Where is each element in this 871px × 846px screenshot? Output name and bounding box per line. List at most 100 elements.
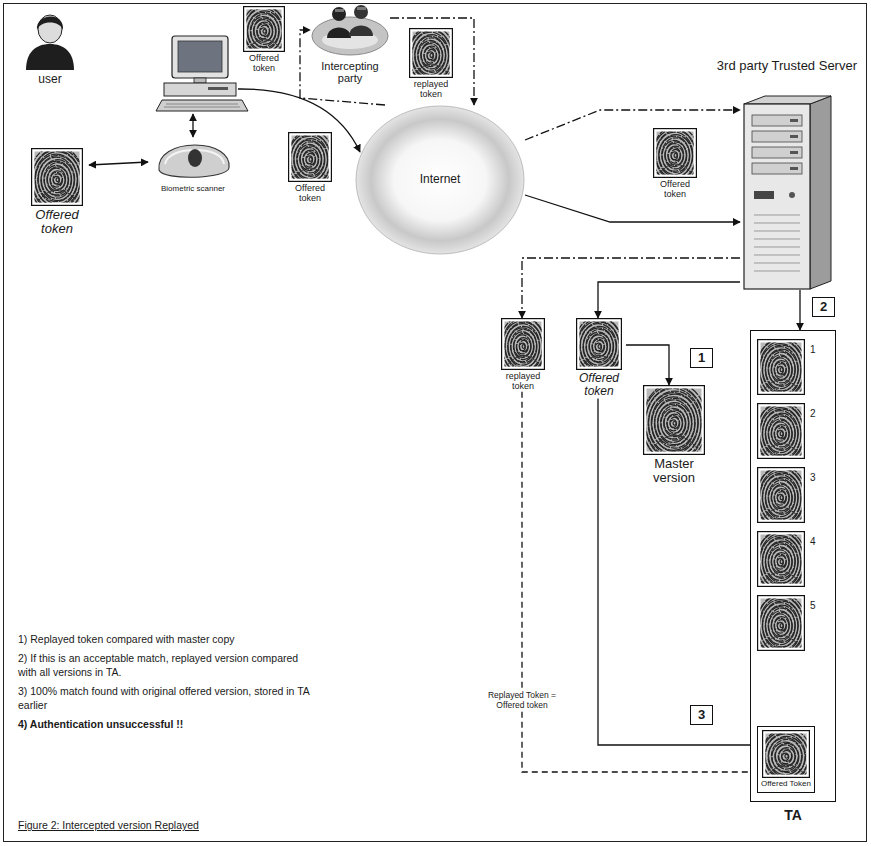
- fingerprint-image: [761, 407, 802, 456]
- user-icon: [26, 44, 74, 70]
- server-tower-icon: [740, 95, 835, 290]
- fingerprint-image: [583, 355, 615, 364]
- biometric-scanner: Biometric scanner: [148, 140, 238, 194]
- fingerprint-image: [413, 32, 450, 75]
- internet-cloud: Internet: [355, 105, 525, 255]
- fingerprint-token: Offered token: [240, 6, 288, 74]
- fingerprint-image: [761, 343, 802, 392]
- fingerprint-image: [761, 472, 802, 520]
- fingerprint-image: [652, 435, 695, 448]
- fingerprint-image: [659, 135, 693, 175]
- fingerprint-image: [764, 571, 798, 581]
- fingerprint-image: [761, 343, 802, 392]
- fingerprint-image: [292, 136, 328, 179]
- master-fingerprint: Master version: [638, 385, 710, 486]
- fingerprint-image: [779, 749, 792, 764]
- flow-arrow: [799, 290, 800, 330]
- server-tower-icon: [754, 191, 774, 199]
- flow-arrow: [89, 162, 148, 165]
- note-text: 2) If this is an acceptable match, repla…: [18, 651, 318, 679]
- fingerprint-image: [761, 343, 802, 392]
- computer-icon: [164, 83, 236, 96]
- callout-number: 3: [698, 708, 705, 722]
- fingerprint-image: [247, 11, 281, 49]
- fingerprint-image: [44, 163, 71, 196]
- server-tower-icon: [790, 135, 798, 138]
- fingerprint-image: [761, 471, 802, 520]
- slot-number: 2: [810, 408, 816, 419]
- fingerprint-image: [505, 322, 542, 367]
- server-tower-icon: [754, 223, 800, 224]
- server-tower-icon: [744, 96, 831, 104]
- fingerprint-image: [35, 152, 80, 203]
- fingerprint-image: [761, 344, 802, 392]
- intercepting-party-icon: [310, 2, 390, 57]
- server-tower-icon: [810, 96, 831, 289]
- server-tower-icon: [754, 215, 800, 216]
- fingerprint-image: [413, 32, 450, 75]
- fingerprint-image: [508, 326, 540, 366]
- fingerprint-image: [765, 734, 806, 775]
- fingerprint-image: [757, 595, 805, 651]
- callout-number: 2: [820, 300, 827, 314]
- fingerprint-image: [761, 471, 802, 520]
- fingerprint-token: replayed token: [497, 318, 549, 392]
- fingerprint-image: [652, 397, 695, 451]
- server-label: 3rd party Trusted Server: [717, 59, 857, 73]
- callout-number: 1: [690, 348, 713, 368]
- fingerprint-image: [505, 322, 542, 366]
- fingerprint-image: [31, 148, 83, 206]
- archive-slot: 4: [757, 531, 805, 587]
- fingerprint-image: [249, 39, 278, 47]
- fingerprint-image: [247, 10, 282, 49]
- server-tower-icon: [754, 231, 800, 232]
- fingerprint-image: [761, 408, 802, 456]
- fingerprint-image: [775, 743, 799, 769]
- flow-arrow: [626, 345, 669, 385]
- intercepting-party: Intercepting party: [310, 2, 390, 84]
- fingerprint-image: [647, 389, 702, 452]
- fingerprint-image: [288, 132, 332, 182]
- fingerprint-image: [647, 389, 702, 452]
- fingerprint-token: Offered token: [572, 318, 626, 398]
- intercepting-party-icon: [335, 9, 344, 12]
- fingerprint-image: [757, 467, 805, 523]
- computer-icon: [172, 36, 228, 78]
- archive-slot: Offered Token: [757, 726, 815, 793]
- fingerprint-image: [39, 190, 75, 200]
- token-label: Master version: [638, 457, 710, 486]
- server-tower-icon: [790, 167, 798, 170]
- slot-number: 4: [810, 536, 816, 547]
- party-label: Intercepting party: [313, 60, 387, 84]
- intercepting-party-icon: [354, 5, 368, 19]
- fingerprint-image: [583, 326, 616, 366]
- fingerprint-image: [580, 322, 619, 367]
- fingerprint-image: [647, 389, 702, 452]
- fingerprint-image: [761, 535, 802, 584]
- token-label: replayed token: [405, 80, 457, 100]
- fingerprint-image: [501, 318, 545, 370]
- token-label: Offered token: [25, 208, 89, 237]
- fingerprint-image: [765, 734, 806, 775]
- fingerprint-image: [295, 168, 326, 177]
- fingerprint-image: [643, 385, 705, 455]
- internet-ellipse: [356, 106, 524, 254]
- fingerprint-token: Offered token: [285, 132, 335, 204]
- fingerprint-image: [413, 32, 449, 75]
- fingerprint-image: [413, 32, 450, 75]
- scanner-icon: [153, 140, 233, 182]
- fingerprint-image: [653, 128, 697, 178]
- fingerprint-image: [761, 407, 802, 456]
- computer-icon: [178, 41, 222, 72]
- figure-caption: Figure 2: Intercepted version Replayed: [18, 818, 199, 832]
- fingerprint-image: [649, 393, 699, 452]
- fingerprint-image: [761, 536, 802, 584]
- flow-arrow: [598, 282, 740, 318]
- fingerprint-image: [505, 322, 542, 367]
- fingerprint-image: [761, 599, 802, 648]
- fingerprint-image: [35, 152, 80, 203]
- fingerprint-image: [580, 322, 619, 367]
- fingerprint-image: [580, 322, 619, 367]
- server-tower-icon: [754, 239, 800, 240]
- callout-number: 3: [690, 705, 713, 725]
